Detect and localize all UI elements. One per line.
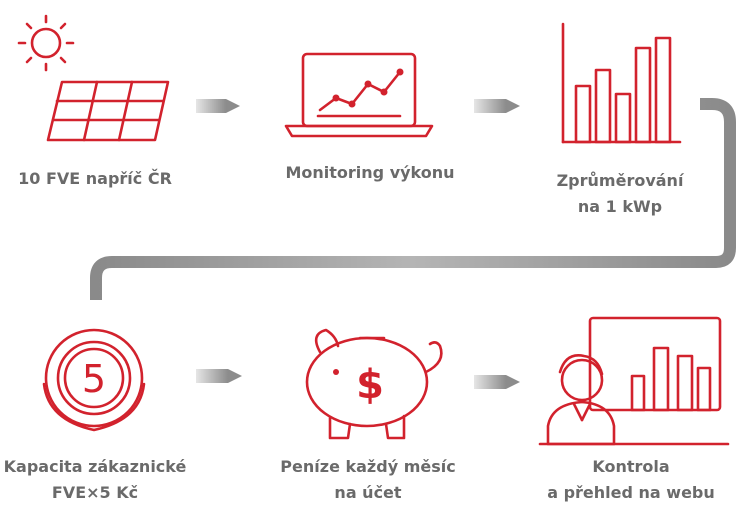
laptop-chart-icon	[284, 52, 434, 138]
step-4-label: Kapacita zákaznické FVE×5 Kč	[3, 457, 187, 502]
arrow-1	[196, 99, 240, 113]
step-6-label: Kontrola a přehled na webu	[547, 457, 715, 502]
arrow-4	[474, 375, 520, 389]
step-2-label: Monitoring výkonu	[285, 163, 455, 182]
currency-symbol: $	[356, 362, 384, 408]
row-connector-arrow	[90, 98, 736, 300]
bar-chart-icon	[561, 22, 682, 144]
coin-value: 5	[82, 357, 106, 401]
step-5-label: Peníze každý měsíc na účet	[280, 457, 456, 502]
arrow-2	[474, 99, 520, 113]
piggy-bank-icon: $	[305, 328, 443, 440]
arrow-3	[196, 369, 242, 383]
step-3-label: Zprůměrování na 1 kWp	[556, 171, 684, 216]
step-1-label: 10 FVE napříč ČR	[18, 169, 172, 188]
presentation-person-icon	[538, 316, 730, 446]
solar-panel-icon	[17, 14, 170, 142]
coin-5-icon: 5	[42, 328, 146, 432]
